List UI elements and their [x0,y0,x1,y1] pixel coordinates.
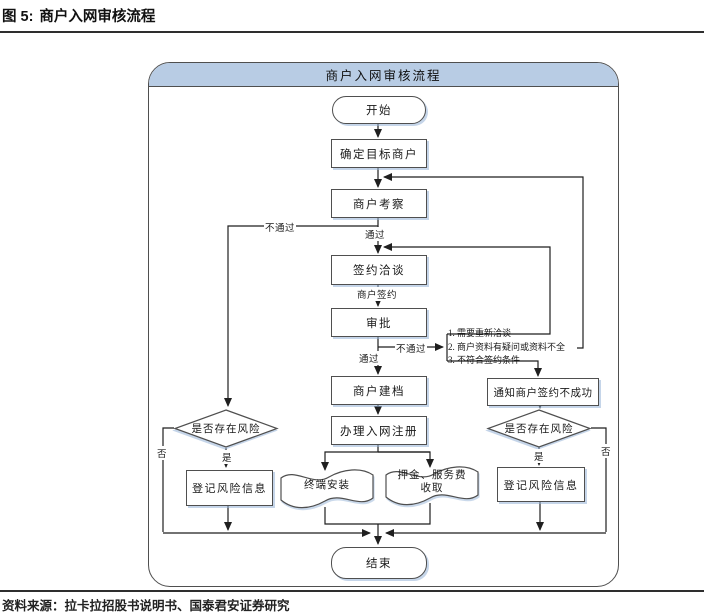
node-merchant-inspection: 商户考察 [331,189,427,218]
node-network-registration: 办理入网注册 [331,416,427,445]
edge-label-yes-left: 是 [221,450,234,464]
edge-label-no-right: 否 [600,444,613,458]
edge-label-yes-right: 是 [533,449,546,463]
node-determine-target-merchant: 确定目标商户 [331,139,427,168]
figure-number: 图 5: [2,9,34,25]
edge-label-fail-right: 不通过 [395,341,428,355]
figure-title: 商户入网审核流程 [39,9,156,25]
approval-fail-reasons: 1. 需要重新洽谈 2. 商户资料有疑问或资料不全 3. 不符合签约条件 [448,327,565,368]
node-deposit-fee-collection: 押金、服务费收取 [384,461,480,509]
top-rule [0,31,704,33]
edge-label-pass-1: 通过 [364,227,387,241]
decision-risk-left-label: 是否存在风险 [191,424,261,435]
decision-risk-right-label: 是否存在风险 [504,424,574,435]
node-terminal-install-label: 终端安装 [304,479,350,491]
node-merchant-filing: 商户建档 [331,376,427,405]
node-end: 结束 [331,547,427,579]
fail-reason-3: 3. 不符合签约条件 [448,355,521,365]
flowchart-panel-title: 商户入网审核流程 [149,63,618,87]
fail-reason-2: 2. 商户资料有疑问或资料不全 [448,341,566,352]
decision-risk-right: 是否存在风险 [486,409,592,448]
tape-shape-icon [280,469,374,509]
decision-risk-left: 是否存在风险 [173,409,279,448]
node-record-risk-right: 登记风险信息 [497,467,585,502]
node-start: 开始 [332,96,426,124]
node-notify-sign-failure: 通知商户签约不成功 [487,378,599,406]
node-contract-negotiation: 签约洽谈 [331,255,427,285]
bottom-rule [0,590,704,592]
edge-label-pass-2: 通过 [358,351,381,365]
source-note: 资料来源：拉卡拉招股书说明书、国泰君安证券研究 [2,599,290,613]
node-deposit-fee-collection-label: 押金、服务费收取 [397,470,467,494]
fail-reason-1: 1. 需要重新洽谈 [448,328,512,338]
edge-label-fail-left: 不通过 [264,220,297,234]
edge-label-no-left: 否 [156,446,169,460]
node-terminal-install: 终端安装 [279,464,375,512]
node-record-risk-left: 登记风险信息 [186,470,273,506]
figure-caption: 图 5: 商户入网审核流程 [2,5,155,26]
diamond-shape-icon [173,409,279,448]
node-approval: 审批 [331,308,427,337]
edge-label-merchant-sign: 商户签约 [356,287,399,301]
